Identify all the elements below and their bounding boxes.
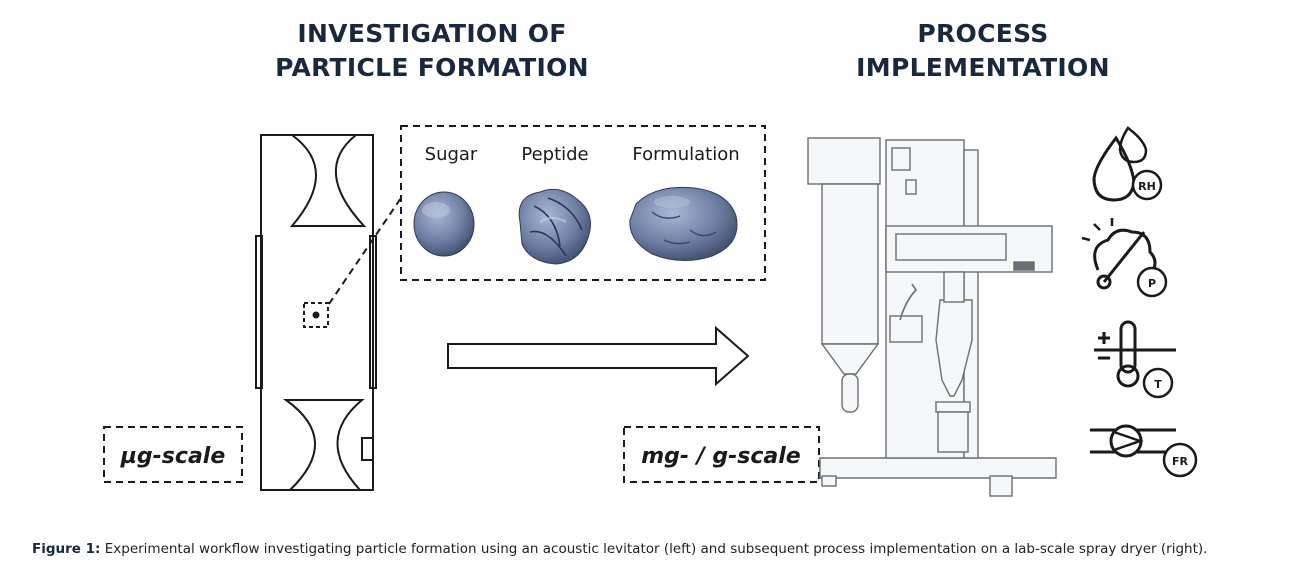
particle-label-sugar: Sugar [425,144,478,165]
pressure-badge: P [1148,277,1156,290]
levitator-connector [361,437,374,461]
drying-chamber [821,183,879,345]
levitator-top-horn [289,134,367,227]
heading-right-line1: PROCESS [917,19,1049,48]
dryer-display [895,233,1007,261]
levitator-side-bar-left [255,235,263,389]
dryer-gauge [891,147,911,171]
heading-left-line2: PARTICLE FORMATION [275,53,589,82]
cyclone [935,299,973,397]
dryer-switch [905,179,917,195]
peptide-particle [518,188,591,265]
dryer-foot-left [821,475,837,487]
pressure-icon [1081,218,1168,298]
product-collector [937,411,969,453]
figure-caption: Figure 1: Experimental workflow investig… [32,541,1282,557]
flow-rate-icon [1090,424,1198,478]
humidity-badge: RH [1138,180,1156,193]
cyclone-inlet-pipe [943,271,965,303]
spray-dryer [807,137,1057,497]
particle-inset-box [400,125,766,281]
collector-clamp [935,401,971,413]
temperature-icon [1094,320,1176,399]
dryer-logo-plate [1013,261,1035,271]
dryer-base-plate [819,457,1057,479]
scale-label-right: mg- / g-scale [641,444,801,469]
dryer-foot-right [989,475,1013,497]
levitator-bottom-horn [282,399,365,491]
figure-caption-text: Experimental workflow investigating part… [100,541,1208,557]
heading-left-line1: INVESTIGATION OF [297,19,567,48]
workflow-diagram: Sugar Peptide Formulation µg-scale mg- /… [103,125,1198,497]
particle-label-formulation: Formulation [632,144,739,165]
heading-process: PROCESS IMPLEMENTATION [848,17,1118,85]
scale-label-left: µg-scale [120,444,226,469]
dryer-head [807,137,881,185]
heading-right-line2: IMPLEMENTATION [856,53,1110,82]
formulation-particle [629,186,738,261]
workflow-arrow [447,325,750,387]
flow-rate-badge: FR [1172,455,1189,468]
collection-tube [841,373,859,413]
heading-investigation: INVESTIGATION OF PARTICLE FORMATION [262,17,602,85]
acoustic-levitator [255,134,377,491]
particle-label-peptide: Peptide [521,144,588,165]
humidity-icon [1092,126,1163,202]
levitation-zone-box [303,302,329,328]
levitator-side-bar-right [369,235,377,389]
scale-box-right [623,426,820,483]
dryer-cable [899,283,918,321]
sugar-particle [413,191,475,257]
levitated-droplet [312,311,320,319]
figure-caption-label: Figure 1: [32,541,101,557]
zoom-line [328,197,402,305]
outlet-flange [889,315,923,343]
drying-cone [820,343,880,375]
temperature-badge: T [1154,378,1162,391]
